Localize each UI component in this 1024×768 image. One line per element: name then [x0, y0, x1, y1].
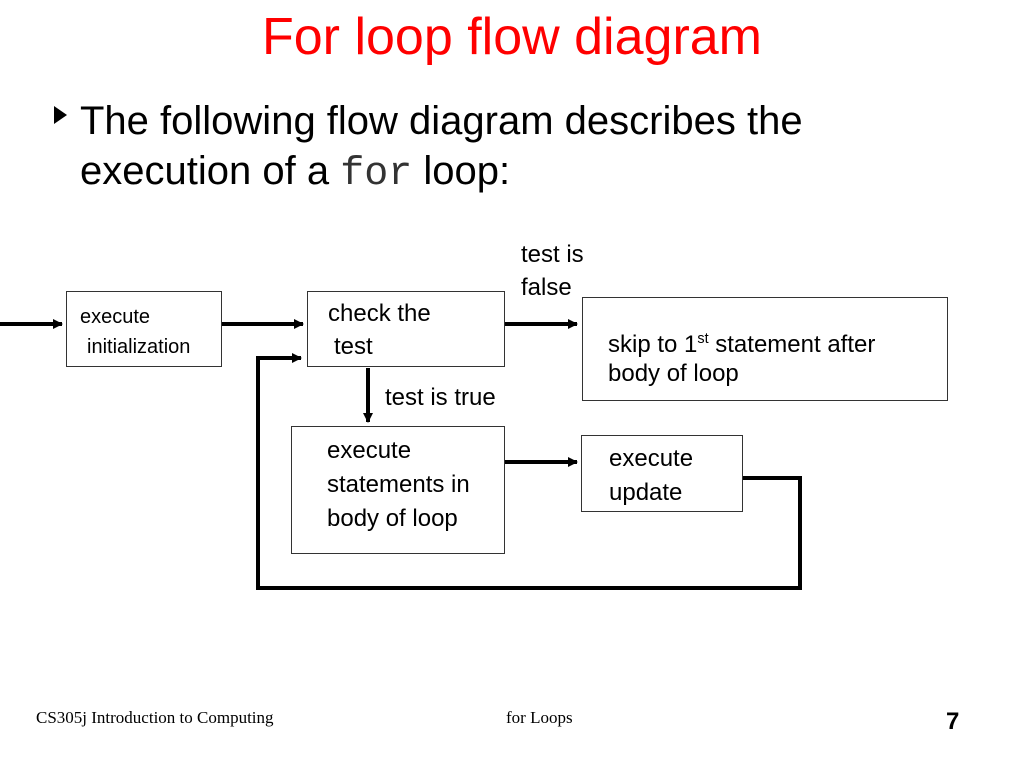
skip-label-2: body of loop: [608, 360, 739, 387]
update-box: execute update: [581, 435, 743, 512]
false-label-1: test is: [521, 241, 584, 268]
skip-label-1: skip to 1st statement after: [608, 322, 875, 362]
check-label-2: test: [334, 333, 373, 360]
bullet-line-1: The following flow diagram describes the: [80, 99, 803, 143]
check-box: check the test: [307, 291, 505, 367]
update-label-2: update: [609, 479, 683, 506]
footer-topic: for Loops: [506, 708, 573, 727]
skip-text-post: statement after: [708, 331, 876, 358]
false-label-2: false: [521, 274, 572, 301]
page-number: 7: [946, 708, 960, 735]
body-label-3: body of loop: [327, 505, 458, 532]
code-keyword-for: for: [340, 152, 413, 197]
true-label: test is true: [385, 384, 496, 411]
bullet-line-2-start: execution of a: [80, 149, 330, 193]
init-label-2: initialization: [87, 336, 191, 358]
bullet-line-2-end: loop:: [423, 149, 511, 193]
bullet-text: The following flow diagram describes the…: [80, 96, 803, 200]
update-label-1: execute: [609, 445, 694, 472]
body-box: execute statements in body of loop: [291, 426, 505, 554]
slide-title: For loop flow diagram: [262, 8, 762, 66]
skip-text-pre: skip to 1: [608, 331, 698, 358]
init-label-1: execute: [80, 306, 151, 328]
footer-course: CS305j Introduction to Computing: [36, 708, 274, 727]
loop-back-path: [256, 353, 802, 590]
bullet-arrow-icon: [54, 106, 67, 124]
body-label-1: execute: [327, 437, 412, 464]
body-label-2: statements in: [327, 471, 470, 498]
init-box: execute initialization: [66, 291, 222, 367]
skip-text-sup: st: [697, 331, 709, 347]
check-label-1: check the: [328, 300, 431, 327]
skip-box: skip to 1st statement after body of loop: [582, 297, 948, 401]
